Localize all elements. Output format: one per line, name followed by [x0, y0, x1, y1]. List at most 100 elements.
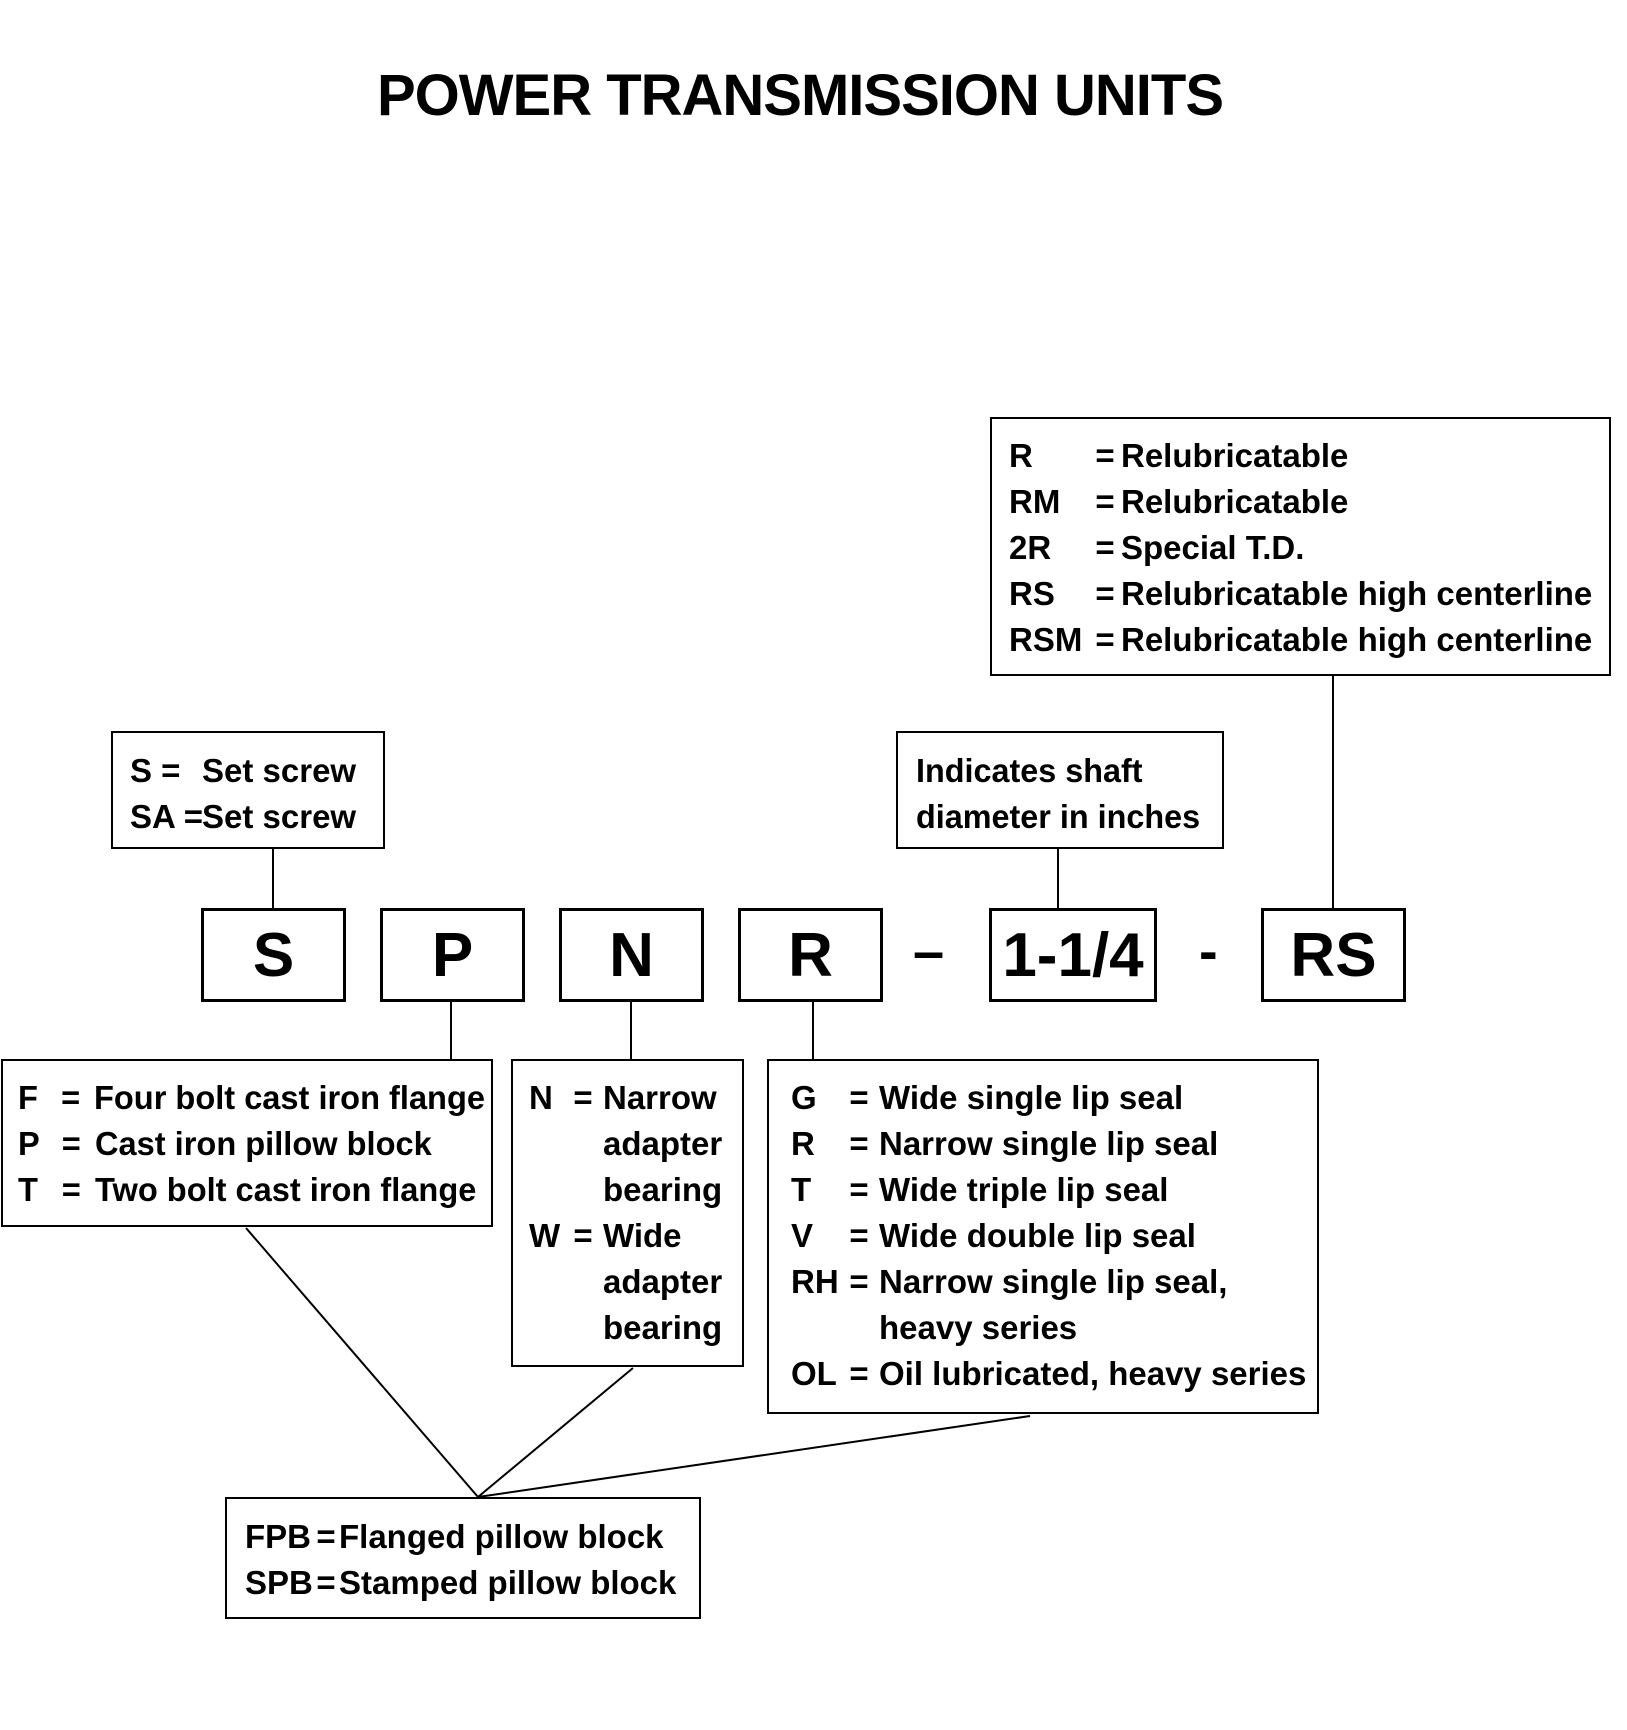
legend-code: OL [791, 1355, 837, 1392]
legend-code: R [791, 1125, 815, 1162]
legend-desc: Two bolt cast iron flange [95, 1171, 477, 1208]
legend-row: T = Two bolt cast iron flange [18, 1167, 485, 1213]
legend-equals: = [316, 1518, 336, 1555]
separator-dash: – [913, 919, 945, 982]
legend-code [529, 1259, 563, 1305]
legend-desc: Set screw [202, 752, 357, 789]
legend-code: R [1009, 437, 1033, 474]
connector-seal-stamped [477, 1415, 1031, 1498]
legend-pillow-block: FPB = Flanged pillow block SPB = Stamped… [225, 1497, 701, 1619]
legend-equals: = [316, 1564, 336, 1601]
legend-code: SPB [245, 1564, 313, 1601]
legend-desc: Wide [603, 1217, 682, 1254]
legend-equals: = [1095, 483, 1115, 520]
legend-seal-type: G = Wide single lip seal R = Narrow sing… [767, 1059, 1319, 1414]
legend-desc: Flanged pillow block [339, 1518, 664, 1555]
legend-row: T = Wide triple lip seal [791, 1167, 1317, 1213]
legend-row: G = Wide single lip seal [791, 1075, 1317, 1121]
legend-code: RM [1009, 483, 1061, 520]
legend-code: FPB [245, 1518, 311, 1555]
legend-code: RSM [1009, 621, 1083, 658]
legend-row: FPB = Flanged pillow block [245, 1514, 699, 1560]
legend-bearing-width: N = Narrow adapter bearing W = Wide adap… [511, 1059, 744, 1367]
legend-desc: Stamped pillow block [339, 1564, 677, 1601]
legend-row: N = Narrow [529, 1075, 742, 1121]
legend-desc: Relubricatable high centerline [1121, 575, 1593, 612]
segment-bearing-width: N [559, 908, 704, 1002]
legend-code [529, 1121, 563, 1167]
legend-equals [563, 1305, 603, 1351]
legend-code: T [18, 1171, 38, 1208]
legend-code: G [791, 1079, 817, 1116]
legend-desc: Special T.D. [1121, 529, 1305, 566]
legend-equals [563, 1259, 603, 1305]
legend-desc: adapter [603, 1125, 723, 1162]
legend-row: R = Relubricatable [1009, 433, 1609, 479]
legend-equals: = [61, 1125, 81, 1162]
legend-desc: Oil lubricated, heavy series [879, 1355, 1307, 1392]
page-title: POWER TRANSMISSION UNITS [376, 63, 1224, 128]
legend-desc: Wide double lip seal [879, 1217, 1196, 1254]
legend-row: heavy series [791, 1305, 1317, 1351]
segment-seal-type: R [738, 908, 883, 1002]
legend-equals: = [849, 1125, 869, 1162]
legend-code [791, 1305, 839, 1351]
legend-option: R = Relubricatable RM = Relubricatable 2… [990, 417, 1611, 676]
segment-option: RS [1261, 908, 1406, 1002]
legend-row: adapter [529, 1259, 742, 1305]
legend-row: F = Four bolt cast iron flange [18, 1075, 485, 1121]
connector-housing-stamped [245, 1227, 479, 1498]
legend-desc: Relubricatable [1121, 437, 1349, 474]
segment-housing-type: P [380, 908, 525, 1002]
legend-desc: Cast iron pillow block [95, 1125, 432, 1162]
legend-code: F [18, 1079, 38, 1116]
legend-row: 2R = Special T.D. [1009, 525, 1609, 571]
legend-code: S = [130, 752, 181, 789]
legend-desc: Relubricatable high centerline [1121, 621, 1593, 658]
legend-equals: = [1095, 575, 1115, 612]
segment-shaft-size: 1-1/4 [989, 908, 1157, 1002]
legend-desc: heavy series [879, 1309, 1078, 1346]
connector-width-stamped [477, 1367, 634, 1498]
legend-equals: = [1095, 621, 1115, 658]
legend-row: SPB = Stamped pillow block [245, 1560, 699, 1606]
separator-hyphen: - [1199, 919, 1218, 982]
legend-code [529, 1305, 563, 1351]
legend-text: diameter in inches [916, 798, 1201, 835]
legend-desc: bearing [603, 1171, 723, 1208]
legend-row: adapter [529, 1121, 742, 1167]
legend-equals: = [849, 1263, 869, 1300]
legend-row: OL = Oil lubricated, heavy series [791, 1351, 1317, 1397]
legend-desc: Narrow single lip seal [879, 1125, 1219, 1162]
legend-desc: Wide triple lip seal [879, 1171, 1169, 1208]
legend-equals [563, 1167, 603, 1213]
legend-code: T [791, 1171, 812, 1208]
legend-row: P = Cast iron pillow block [18, 1121, 485, 1167]
legend-code: 2R [1009, 529, 1052, 566]
legend-row: S = Set screw [130, 748, 383, 794]
legend-equals: = [61, 1171, 81, 1208]
legend-code: P [18, 1125, 40, 1162]
legend-desc: Relubricatable [1121, 483, 1349, 520]
legend-equals: = [61, 1079, 81, 1116]
legend-equals: = [1095, 437, 1115, 474]
legend-row: RM = Relubricatable [1009, 479, 1609, 525]
legend-code: RH [791, 1263, 839, 1300]
legend-equals: = [849, 1217, 869, 1254]
legend-desc: Four bolt cast iron flange [93, 1079, 485, 1116]
legend-row: RS = Relubricatable high centerline [1009, 571, 1609, 617]
legend-row: R = Narrow single lip seal [791, 1121, 1317, 1167]
legend-code: N [529, 1079, 553, 1116]
legend-code: RS [1009, 575, 1055, 612]
legend-row: bearing [529, 1305, 742, 1351]
segment-lock-type: S [201, 908, 346, 1002]
legend-equals: = [573, 1217, 593, 1254]
legend-desc: Narrow single lip seal, [879, 1263, 1228, 1300]
legend-equals: = [849, 1079, 869, 1116]
legend-code: W [529, 1217, 561, 1254]
legend-row: V = Wide double lip seal [791, 1213, 1317, 1259]
legend-equals: = [1095, 529, 1115, 566]
legend-desc: Set screw [202, 798, 357, 835]
